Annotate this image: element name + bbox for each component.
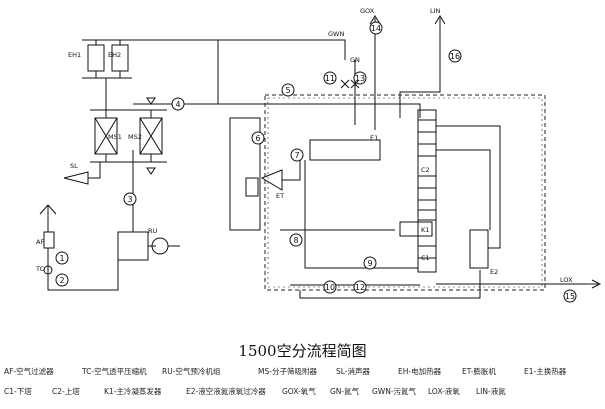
pipe-5 <box>162 103 421 118</box>
legend-item: E2-液空液氮液氧过冷器 <box>186 387 266 396</box>
stream-16-label: 16 <box>450 52 460 61</box>
e1-exchanger <box>309 139 381 161</box>
stream-10-label: 10 <box>325 283 335 292</box>
tc-compressor <box>43 265 53 275</box>
label-lox: LOX <box>560 276 573 284</box>
stream-8-label: 8 <box>293 236 298 245</box>
stream-6-marker <box>251 131 265 145</box>
legend-item: TC-空气透平压缩机 <box>82 367 147 376</box>
label-gwn: GWN <box>328 30 344 38</box>
stream-3-marker <box>123 192 137 206</box>
stream-13-marker <box>353 71 367 85</box>
label-sl: SL <box>70 162 78 170</box>
label-tc: TC <box>35 265 45 273</box>
stream-2-marker <box>55 273 69 287</box>
valve-ms-bottom <box>146 167 156 175</box>
stream-5-label: 5 <box>285 86 290 95</box>
stream-3-label: 3 <box>127 195 132 204</box>
label-gox: GOX <box>360 7 375 15</box>
legend-item: C1-下塔 <box>4 387 32 396</box>
stream-12-label: 12 <box>355 283 365 292</box>
stream-7-marker <box>290 148 304 162</box>
legend-item: E1-主换热器 <box>524 367 567 376</box>
stream-1-marker <box>55 251 69 265</box>
stream-1-label: 1 <box>59 254 64 263</box>
pipe-air-main <box>47 205 119 291</box>
stream-11-marker <box>323 71 337 85</box>
stream-11-label: 11 <box>325 74 335 83</box>
legend-item: RU-空气预冷机组 <box>162 367 221 376</box>
stream-12-marker <box>353 280 367 294</box>
stream-9-label: 9 <box>367 259 372 268</box>
label-af: AF <box>36 238 44 246</box>
label-c2: C2 <box>421 166 430 174</box>
legend-item: LOX-液氧 <box>428 387 460 396</box>
legend-item: C2-上塔 <box>52 387 80 396</box>
valve-ms-top <box>146 97 156 105</box>
k1-condenser <box>399 221 433 237</box>
label-eh2: EH2 <box>108 51 121 59</box>
stream-15-label: 15 <box>565 292 575 301</box>
stream-15-marker <box>563 289 577 303</box>
legend-item: GWN-污氮气 <box>372 387 417 396</box>
label-gn: GN <box>350 56 360 64</box>
label-ru: RU <box>148 227 158 235</box>
label-ms1: MS1 <box>108 133 122 141</box>
label-eh1: EH1 <box>68 51 81 59</box>
e2-subcooler <box>469 229 489 269</box>
af-filter <box>43 231 55 249</box>
valve-gn <box>350 79 360 89</box>
cold-box <box>264 94 546 291</box>
legend-item: LIN-液氮 <box>476 387 506 396</box>
stream-10-marker <box>323 280 337 294</box>
legend-item: SL-消声器 <box>336 367 371 376</box>
stream-9-marker <box>363 256 377 270</box>
label-k1: K1 <box>421 226 429 234</box>
label-e2: E2 <box>490 268 498 276</box>
label-lin: LIN <box>430 7 441 15</box>
label-c1: C1 <box>421 254 430 262</box>
stream-6-label: 6 <box>255 134 260 143</box>
label-e1: E1 <box>370 134 378 142</box>
legend-item: GN-氮气 <box>330 387 360 396</box>
stream-7-label: 7 <box>294 151 299 160</box>
stream-5-marker <box>281 83 295 97</box>
legend-item: AF-空气过滤器 <box>4 367 54 376</box>
stream-4-label: 4 <box>175 100 180 109</box>
label-ms2: MS2 <box>128 133 142 141</box>
stream-14-label: 14 <box>371 24 381 33</box>
legend-item: MS-分子筛吸附器 <box>258 367 317 376</box>
legend-item: K1-主冷凝蒸发器 <box>104 387 162 396</box>
stream-14-marker <box>369 21 383 35</box>
page-title: 1500空分流程简图 <box>238 342 367 360</box>
stream-4-marker <box>171 97 185 111</box>
legend-item: GOX-氧气 <box>282 387 316 396</box>
pipe-gwn <box>218 39 346 60</box>
sl-silencer <box>63 171 89 185</box>
pipe-4 <box>132 39 219 105</box>
legend-item: ET-膨胀机 <box>462 367 496 376</box>
eh1-heater <box>87 44 105 72</box>
stream-16-marker <box>448 49 462 63</box>
legend-item: EH-电加热器 <box>398 367 442 376</box>
stream-8-marker <box>289 233 303 247</box>
stream-2-label: 2 <box>59 276 64 285</box>
valve-gwn <box>340 79 350 89</box>
column-c2 <box>417 109 437 221</box>
stream-13-label: 13 <box>355 74 365 83</box>
pipe-lin <box>399 18 441 118</box>
ru-unit <box>117 231 149 261</box>
label-et: ET <box>276 192 284 200</box>
